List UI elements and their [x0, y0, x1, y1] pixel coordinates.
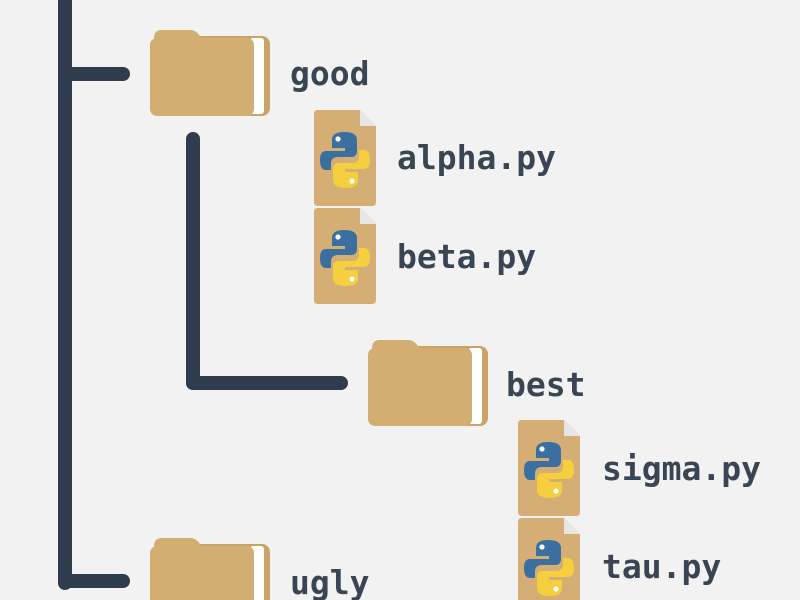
folder-label-best[interactable]: best: [506, 365, 586, 404]
folder-label-ugly[interactable]: ugly: [290, 563, 370, 600]
good-trunk-line: [186, 132, 200, 390]
root-trunk-line: [58, 0, 72, 590]
file-label-sigma[interactable]: sigma.py: [602, 449, 761, 488]
file-label-beta[interactable]: beta.py: [397, 237, 537, 276]
ugly-branch-line: [58, 574, 130, 588]
folder-icon[interactable]: [150, 28, 274, 118]
good-branch-line: [58, 67, 130, 81]
folder-icon[interactable]: [368, 338, 492, 428]
python-file-icon[interactable]: [516, 518, 582, 600]
folder-icon[interactable]: [150, 536, 274, 600]
python-file-icon[interactable]: [312, 208, 378, 304]
file-label-alpha[interactable]: alpha.py: [397, 138, 556, 177]
python-file-icon[interactable]: [516, 420, 582, 516]
file-label-tau[interactable]: tau.py: [602, 547, 722, 586]
folder-label-good[interactable]: good: [290, 54, 370, 93]
python-file-icon[interactable]: [312, 110, 378, 206]
best-branch-line: [186, 376, 348, 390]
